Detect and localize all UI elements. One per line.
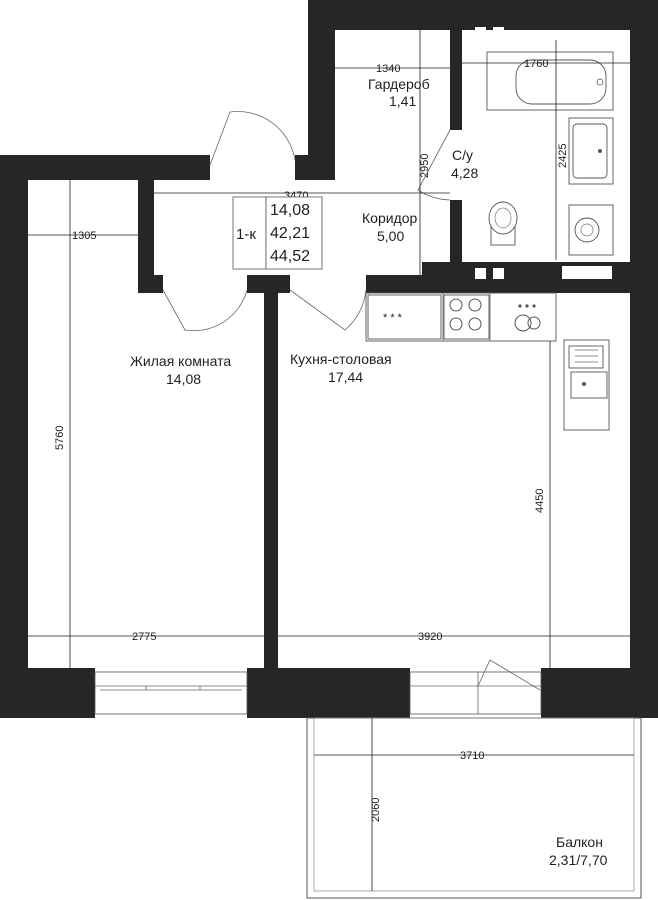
room-name-balcony: Балкон [556,834,603,850]
window-icon [409,671,542,715]
door-swing-icon [162,289,248,332]
wall-bath-left-top [450,30,462,130]
balcony [306,717,642,899]
room-labels: Гардероб 1,41 С/у 4,28 Коридор 5,00 Жила… [130,76,608,868]
wall-kitchen-top [366,275,630,293]
living-area: 14,08 [270,202,310,219]
fixtures: * * * [365,51,614,431]
dim-wardrobe-width: 1340 [376,63,400,75]
room-area-kitchen: 17,44 [328,369,363,385]
dim-living-height: 5760 [54,426,66,450]
wall-left [0,155,28,718]
wall-opening [562,266,612,279]
dimension-labels: 1340 1760 2950 2425 3470 1305 5760 4450 … [54,58,569,822]
washing-machine-icon [568,204,614,256]
doors [162,111,541,691]
apartment-info-box: 1-к 14,08 42,21 44,52 [232,196,323,270]
room-area-balcony: 2,31/7,70 [549,852,608,868]
dim-bath-width: 1760 [524,58,548,70]
room-area-bathroom: 4,28 [451,165,478,181]
dim-balcony-width: 3710 [460,750,484,762]
door-swing-icon [289,289,367,331]
wall-upper-left [0,155,210,180]
door-swing-icon [477,659,541,691]
windows [94,671,542,715]
wall-wardrobe-left [308,0,335,160]
door-swing-icon [209,111,296,166]
walls [0,0,658,718]
dim-living-offset: 1305 [72,230,96,242]
wall-upper-mid [295,155,335,180]
wall-bottom-left [0,668,95,718]
wall-bottom-right [541,668,658,718]
wall-top [308,0,658,30]
dim-living-width: 2775 [132,631,156,643]
total-area: 42,21 [270,225,310,242]
apartment-type: 1-к [236,226,256,243]
vent-square [475,268,486,279]
dim-kitchen-height: 4450 [534,489,546,513]
wall-bath-left-bottom [450,200,462,280]
room-area-corridor: 5,00 [377,228,404,244]
fridge-icon: * * * [367,294,442,340]
window-icon [94,671,248,715]
dim-kitchen-width: 3920 [418,631,442,643]
total-area-with-balcony: 44,52 [270,248,310,265]
room-name-wardrobe: Гардероб [368,76,430,92]
room-area-wardrobe: 1,41 [389,93,416,109]
svg-text:* * *: * * * [383,312,403,324]
door-swing-icon [417,129,451,201]
hob-icon [443,294,490,340]
dishwasher-icon [514,304,541,332]
wall-corridor-left [138,180,154,275]
vent-square [475,27,486,38]
vent-square [493,268,504,279]
toilet-icon [488,201,518,246]
room-name-living: Жилая комната [130,353,231,369]
dim-bath-height: 2425 [557,144,569,168]
dim-balcony-depth: 2060 [370,798,382,822]
wall-right [630,0,658,718]
room-name-corridor: Коридор [362,210,418,226]
sink-icon [568,117,614,185]
dim-corridor-height: 2950 [419,154,431,178]
dimension-lines [28,30,634,891]
vent-square [493,27,504,38]
room-name-bathroom: С/у [452,147,473,163]
room-name-kitchen: Кухня-столовая [290,351,392,367]
wall-bottom-mid [247,668,410,718]
wall-corridor-bottom-left [138,275,163,293]
kitchen-sink-icon [568,345,608,399]
room-area-living: 14,08 [166,371,201,387]
wall-partition [264,275,278,718]
bathtub-icon [486,51,614,111]
